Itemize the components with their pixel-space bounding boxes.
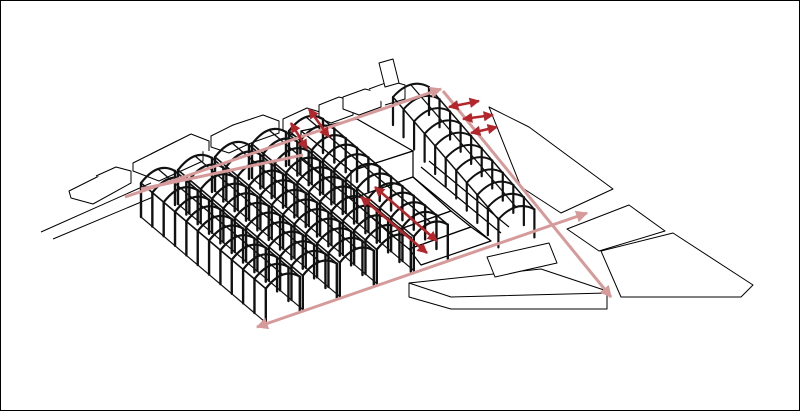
building-far-left-2: [95, 166, 132, 183]
right-shed-ridge: [410, 84, 518, 209]
shed-truss: [244, 211, 282, 229]
arrow-local-6: [461, 111, 495, 123]
arrow-local-5: [447, 97, 481, 111]
right-shed-truss: [497, 205, 536, 221]
arrows-local: [289, 97, 499, 254]
right-shed-eave: [392, 96, 500, 221]
street-left-line: [40, 182, 152, 233]
shed-truss: [279, 240, 316, 258]
building-right-low: [600, 232, 754, 298]
shed-truss: [327, 236, 364, 255]
shed-truss: [270, 188, 307, 207]
shed-truss: [210, 182, 248, 200]
building-right-mid: [566, 204, 666, 252]
shed-truss: [162, 186, 199, 204]
shed-truss: [247, 169, 285, 187]
building-top-tower: [378, 58, 400, 88]
shed-truss: [173, 195, 211, 213]
shed-eave: [140, 182, 267, 290]
shed-truss: [196, 214, 233, 233]
shed-truss: [256, 221, 293, 239]
arrow-main-front: [255, 210, 589, 330]
building-top-3: [342, 88, 382, 116]
shed-truss: [267, 230, 304, 248]
shed-truss: [316, 227, 353, 245]
arrow-local-4: [374, 186, 438, 242]
shed-truss: [293, 208, 330, 226]
arrow-local-1: [289, 122, 309, 150]
shed-truss: [304, 217, 341, 235]
shed-truss: [230, 243, 267, 261]
building-right-large: [488, 106, 614, 214]
shed-truss: [264, 272, 301, 290]
building-left-row-2: [150, 133, 210, 155]
arrow-local-2: [307, 108, 331, 138]
shed-truss: [259, 179, 296, 197]
street-left-line-2: [52, 196, 154, 240]
shed-truss: [281, 198, 319, 216]
shed-truss: [242, 253, 279, 271]
shed-truss: [290, 249, 327, 268]
shed-truss: [301, 259, 338, 277]
shed-truss: [222, 192, 259, 210]
arrows-main: [124, 86, 613, 330]
shed-truss: [253, 262, 290, 281]
shed-base: [140, 216, 267, 324]
shed-truss: [207, 224, 245, 242]
shed-truss: [233, 201, 270, 220]
building-front-bar: [408, 268, 608, 310]
arrow-local-7: [469, 124, 499, 136]
shed-truss: [185, 205, 222, 223]
shed-truss: [219, 234, 256, 252]
right-shed-eave: [428, 86, 536, 211]
shed-truss: [338, 246, 375, 264]
arrow-main-back: [124, 86, 443, 199]
arrow-main-cross: [140, 153, 304, 191]
building-left-row-4: [232, 114, 280, 144]
